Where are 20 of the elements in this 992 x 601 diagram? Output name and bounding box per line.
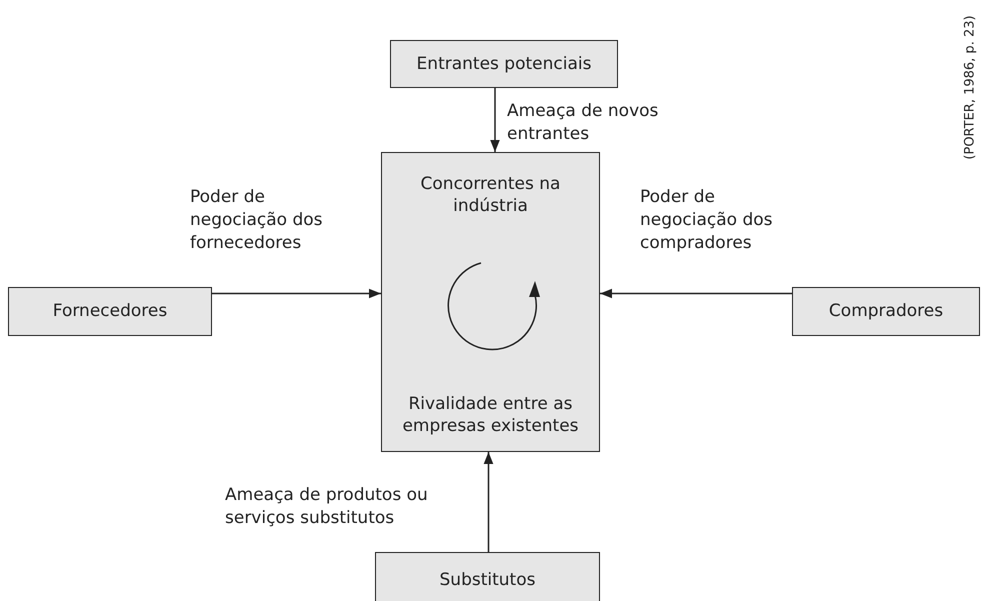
edge-label: Ameaça de novos entrantes <box>507 100 660 146</box>
arrow <box>490 88 500 152</box>
source-note: (PORTER, 1986, p. 23) <box>962 14 978 162</box>
central-box <box>381 152 600 452</box>
force-box <box>375 552 600 601</box>
arrow <box>484 452 494 552</box>
box-text: Rivalidade entre as empresas existentes <box>401 392 580 437</box>
box-text: Concorrentes na indústria <box>420 173 562 218</box>
edge-label: Poder de negociação dos compradores <box>640 186 774 255</box>
arrow <box>600 288 792 298</box>
force-box <box>792 287 980 336</box>
box-text: Compradores <box>828 300 944 323</box>
force-box <box>390 40 618 88</box>
box-text: Entrantes potenciais <box>416 52 592 76</box>
edge-label: Poder de negociação dos fornecedores <box>190 186 324 255</box>
box-text: Fornecedores <box>52 300 168 323</box>
arrow <box>212 288 381 298</box>
force-box <box>8 287 212 336</box>
edge-label: Ameaça de produtos ou serviços substitutos <box>225 484 429 530</box>
box-text: Substitutos <box>440 568 536 592</box>
